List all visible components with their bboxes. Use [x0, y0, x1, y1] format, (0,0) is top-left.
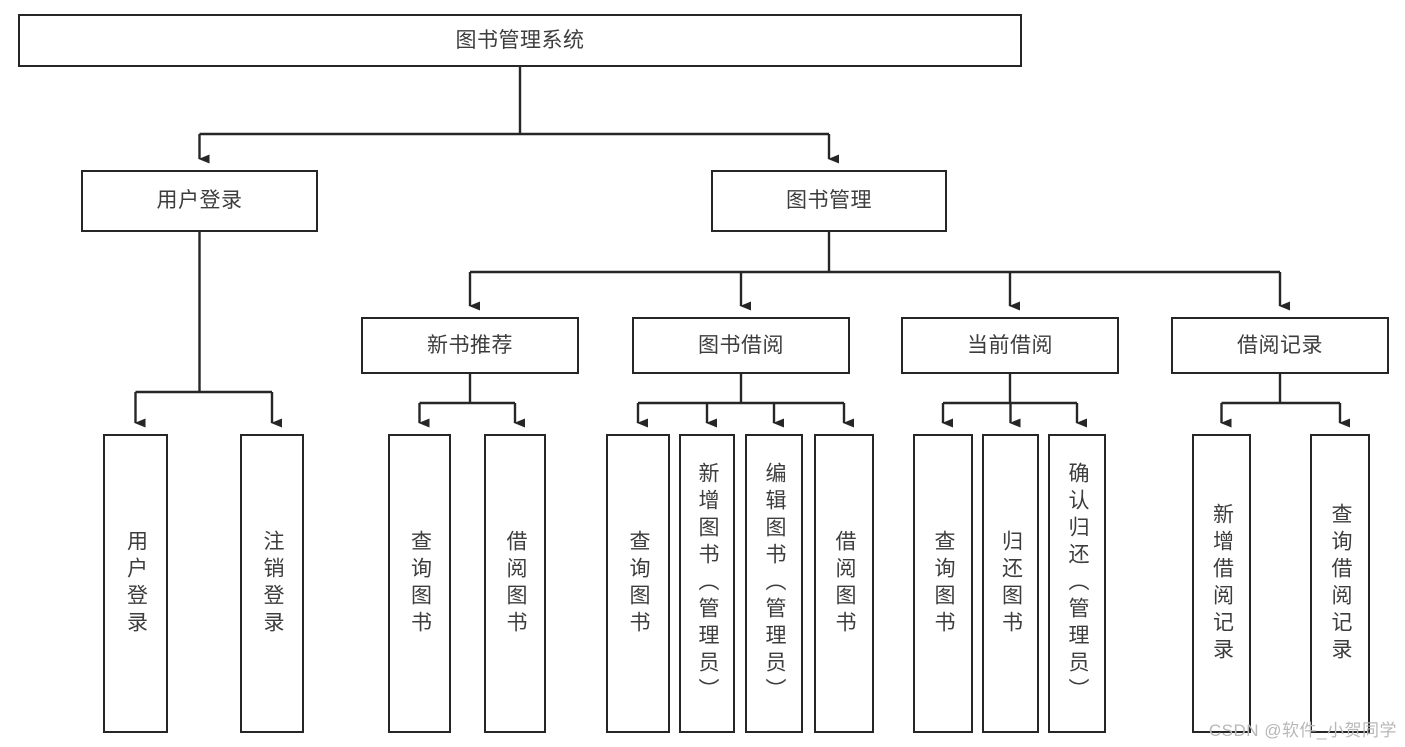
node-label: 图书管理 — [786, 189, 872, 212]
node-label: 新增图书（管理员） — [696, 462, 719, 705]
node-label: 查询图书 — [932, 529, 955, 638]
node-leaf-query-borrow-record[interactable]: 查询借阅记录 — [1310, 434, 1370, 733]
node-new-book-recommend[interactable]: 新书推荐 — [361, 317, 579, 374]
node-label: 查询图书 — [408, 529, 432, 638]
node-borrow-record[interactable]: 借阅记录 — [1171, 317, 1389, 374]
node-leaf-add-borrow-record[interactable]: 新增借阅记录 — [1192, 434, 1251, 733]
node-label: 归还图书 — [999, 529, 1023, 638]
node-label: 确认归还（管理员） — [1066, 462, 1089, 705]
node-current-borrow[interactable]: 当前借阅 — [901, 317, 1119, 374]
node-label: 借阅图书 — [833, 529, 856, 638]
node-book-borrow[interactable]: 图书借阅 — [632, 317, 850, 374]
node-book-manage[interactable]: 图书管理 — [711, 170, 947, 232]
node-label: 注销登录 — [261, 529, 284, 638]
node-leaf-query-book-1[interactable]: 查询图书 — [388, 434, 451, 733]
node-root[interactable]: 图书管理系统 — [18, 14, 1022, 67]
node-label: 图书借阅 — [698, 333, 784, 357]
node-leaf-add-book[interactable]: 新增图书（管理员） — [679, 434, 735, 733]
node-label: 查询图书 — [627, 529, 650, 638]
node-leaf-confirm-return[interactable]: 确认归还（管理员） — [1048, 434, 1106, 733]
node-label: 用户登录 — [124, 529, 148, 638]
node-label: 用户登录 — [156, 189, 243, 212]
node-label: 查询借阅记录 — [1329, 502, 1352, 665]
node-leaf-borrow-book-2[interactable]: 借阅图书 — [814, 434, 874, 733]
node-user-login[interactable]: 用户登录 — [81, 170, 318, 232]
watermark-text: CSDN @软件_小贺同学 — [1208, 721, 1397, 740]
node-leaf-query-book-2[interactable]: 查询图书 — [606, 434, 670, 733]
node-label: 借阅图书 — [504, 529, 527, 638]
node-label: 新书推荐 — [427, 333, 513, 357]
node-leaf-edit-book[interactable]: 编辑图书（管理员） — [745, 434, 803, 733]
node-label: 编辑图书（管理员） — [763, 462, 786, 705]
node-label: 当前借阅 — [967, 333, 1053, 357]
node-label: 新增借阅记录 — [1210, 502, 1234, 665]
node-label: 借阅记录 — [1237, 333, 1323, 357]
node-leaf-return-book[interactable]: 归还图书 — [982, 434, 1039, 733]
node-leaf-borrow-book-1[interactable]: 借阅图书 — [484, 434, 546, 733]
node-label: 图书管理系统 — [455, 28, 585, 52]
node-leaf-user-login[interactable]: 用户登录 — [103, 434, 168, 733]
node-leaf-query-book-3[interactable]: 查询图书 — [913, 434, 973, 733]
node-leaf-user-logout[interactable]: 注销登录 — [240, 434, 304, 733]
